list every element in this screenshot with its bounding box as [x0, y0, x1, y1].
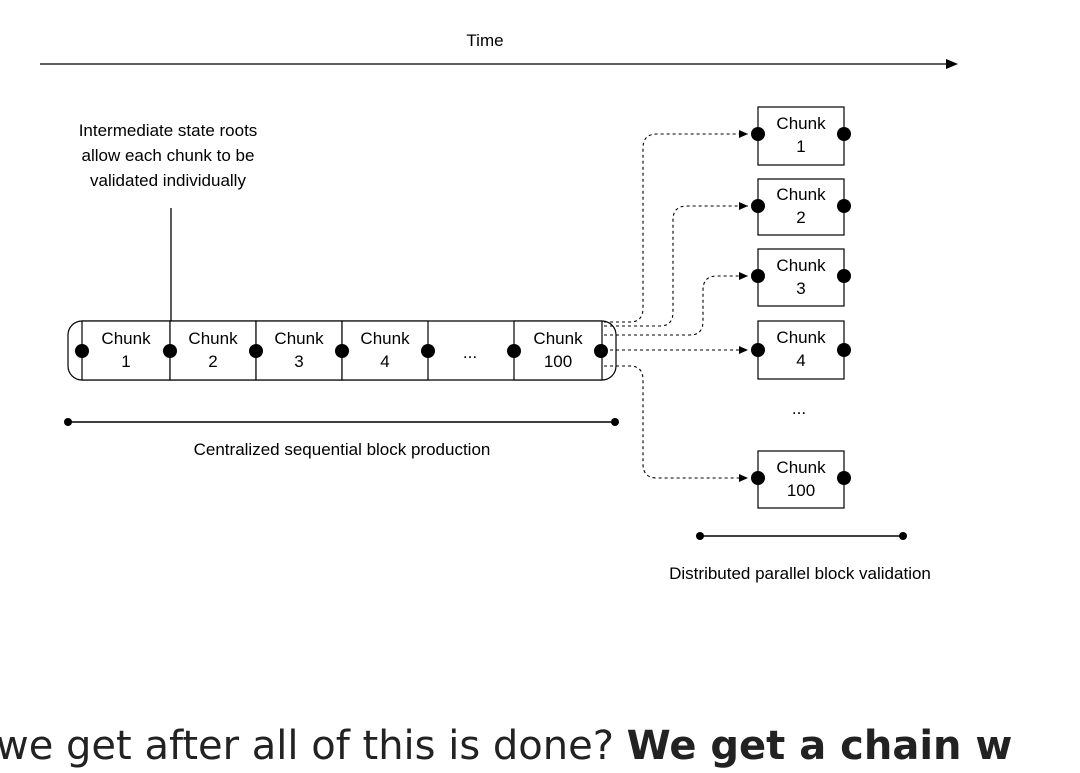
time-axis-arrowhead: [946, 59, 958, 69]
state-root-dot: [837, 199, 851, 213]
chunk-number: 100: [544, 352, 572, 371]
state-root-dot: [751, 199, 765, 213]
chunk-word: Chunk: [776, 256, 826, 275]
annotation-line-2: allow each chunk to be: [82, 146, 255, 165]
annotation-line-1: Intermediate state roots: [79, 121, 258, 140]
annotation-line-3: validated individually: [90, 171, 246, 190]
sequential-chunk-1: Chunk 1: [81, 320, 171, 381]
sequential-chunk-2: Chunk 2: [169, 320, 257, 381]
chunk-word: Chunk: [776, 328, 826, 347]
state-root-dot: [335, 344, 349, 358]
state-root-dot: [751, 471, 765, 485]
chunk-number: 1: [796, 137, 805, 156]
dispatch-arrow-2: [604, 202, 748, 327]
sequential-span-start: [64, 418, 72, 426]
chunk-word: Chunk: [776, 458, 826, 477]
state-root-dot: [421, 344, 435, 358]
dispatch-arrow-100: [604, 365, 748, 482]
state-root-dot: [751, 343, 765, 357]
parallel-chunk-2: Chunk 2: [751, 178, 851, 236]
sequential-chunk-4: Chunk 4: [341, 320, 429, 381]
parallel-ellipsis: ...: [792, 399, 806, 418]
sequential-span-end: [611, 418, 619, 426]
chunk-word: Chunk: [776, 114, 826, 133]
chunk-number: 1: [121, 352, 130, 371]
chunk-number: 2: [796, 208, 805, 227]
state-root-dot: [75, 344, 89, 358]
parallel-span-end: [899, 532, 907, 540]
chunk-number: 3: [796, 279, 805, 298]
parallel-chunk-100: Chunk 100: [751, 450, 851, 509]
article-text-plain: we get after all of this is done?: [0, 723, 627, 769]
chunk-number: 3: [294, 352, 303, 371]
chunk-word: Chunk: [360, 329, 410, 348]
state-root-dot: [837, 127, 851, 141]
parallel-chunk-4: Chunk 4: [751, 320, 851, 380]
chunk-word: Chunk: [533, 329, 583, 348]
article-text-bold: We get a chain w: [626, 723, 1013, 769]
sequential-label: Centralized sequential block production: [194, 440, 491, 459]
state-root-dot: [751, 269, 765, 283]
state-root-dot: [249, 344, 263, 358]
chunk-number: 2: [208, 352, 217, 371]
dispatch-arrow-3: [604, 272, 748, 336]
time-label: Time: [466, 31, 503, 50]
state-root-dot: [837, 269, 851, 283]
parallel-chunk-1: Chunk 1: [751, 106, 851, 166]
chunk-word: Chunk: [188, 329, 238, 348]
chunk-number: 4: [380, 352, 389, 371]
article-text-line: we get after all of this is done? We get…: [0, 722, 1080, 770]
parallel-span-start: [696, 532, 704, 540]
sequential-ellipsis: ...: [463, 343, 477, 362]
parallel-label: Distributed parallel block validation: [669, 564, 931, 583]
dispatch-arrow-1: [604, 130, 748, 323]
parallel-chunk-3: Chunk 3: [751, 248, 851, 307]
chunk-word: Chunk: [101, 329, 151, 348]
state-root-dot: [507, 344, 521, 358]
chunk-word: Chunk: [776, 185, 826, 204]
state-root-dot: [837, 471, 851, 485]
sequential-chunk-3: Chunk 3: [255, 320, 343, 381]
chunk-word: Chunk: [274, 329, 324, 348]
sequential-chunk-100: Chunk 100: [513, 320, 603, 381]
state-root-dot: [751, 127, 765, 141]
state-root-dot: [594, 344, 608, 358]
chunk-number: 100: [787, 481, 815, 500]
chunk-number: 4: [796, 351, 805, 370]
state-root-dot: [163, 344, 177, 358]
state-root-dot: [837, 343, 851, 357]
